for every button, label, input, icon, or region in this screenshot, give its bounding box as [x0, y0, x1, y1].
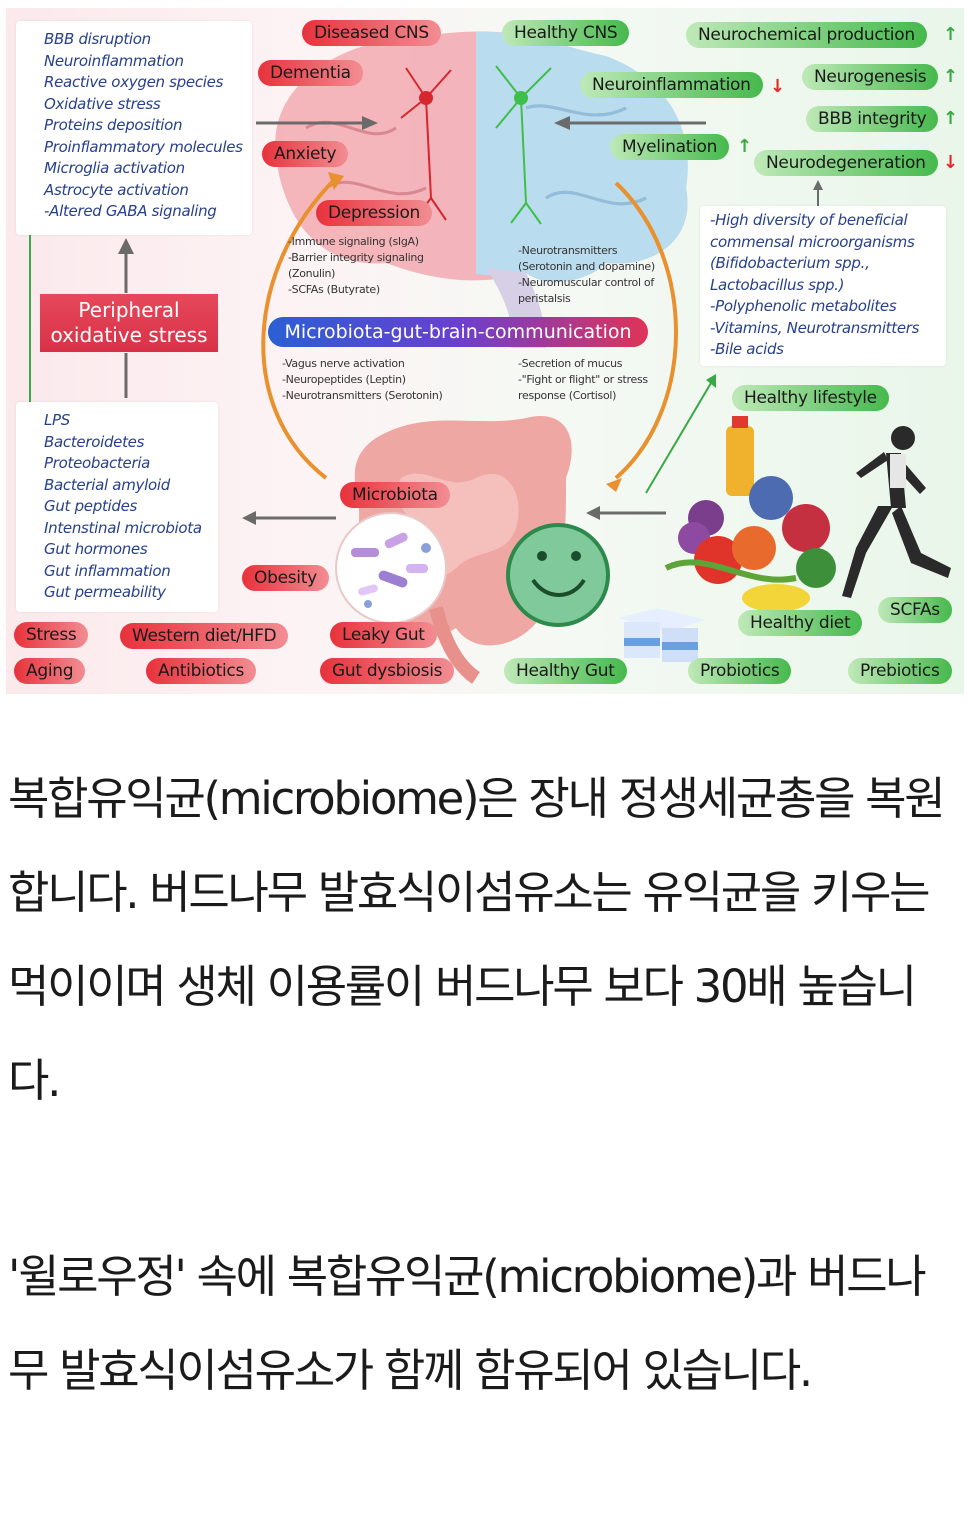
label-antibiotics: Antibiotics	[146, 658, 256, 684]
upper-right-notes: -Neurotransmitters (Serotonin and dopami…	[518, 243, 655, 307]
label-depression: Depression	[316, 200, 433, 226]
label-scfas: SCFAs	[878, 597, 952, 623]
note: response (Cortisol)	[518, 389, 617, 402]
note: -Neuropeptides (Leptin)	[282, 373, 406, 386]
label-obesity: Obesity	[242, 565, 329, 591]
list-item: Gut hormones	[44, 540, 148, 558]
label-healthy-cns: Healthy CNS	[502, 20, 630, 46]
note: -Vagus nerve activation	[282, 357, 405, 370]
cns-effects-panel: BBB disruption Neuroinflammation Reactiv…	[16, 21, 252, 235]
label-gut-dysbiosis: Gut dysbiosis	[320, 658, 455, 684]
arrow-down-icon: ↓	[770, 76, 786, 97]
microbiota-gut-brain-infographic: BBB disruption Neuroinflammation Reactiv…	[6, 8, 964, 694]
runner-illustration	[842, 426, 951, 598]
label-healthy-lifestyle: Healthy lifestyle	[732, 385, 889, 411]
label-probiotics: Probiotics	[688, 658, 792, 684]
note: peristalsis	[518, 292, 571, 305]
list-item: Gut peptides	[44, 497, 138, 515]
list-item: -Polyphenolic metabolites	[710, 297, 897, 315]
label-neurochemical-production: Neurochemical production	[686, 22, 927, 48]
note: -"Fight or flight" or stress	[518, 373, 648, 386]
note: -Immune signaling (sIgA)	[288, 235, 419, 248]
list-item: Gut permeability	[44, 583, 166, 601]
list-item: Neuroinflammation	[44, 51, 184, 70]
list-item: Intenstinal microbiota	[44, 518, 202, 537]
list-item: Proteobacteria	[44, 454, 151, 472]
label-prebiotics: Prebiotics	[848, 658, 952, 684]
label-neurogenesis: Neurogenesis	[802, 64, 939, 90]
healthy-food-illustration	[664, 416, 836, 612]
list-item: LPS	[44, 411, 71, 429]
list-item: Oxidative stress	[44, 94, 161, 113]
arrow-down-icon: ↓	[943, 152, 959, 173]
list-item: Gut inflammation	[44, 561, 171, 580]
paragraph-microbiome: 복합유익균(microbiome)은 장내 정생세균총을 복원합니다. 버드나무…	[8, 772, 946, 1107]
label-dementia: Dementia	[258, 60, 363, 86]
microbiota-gut-brain-banner: Microbiota-gut-brain-communication	[268, 317, 648, 347]
label-healthy-gut: Healthy Gut	[504, 658, 627, 684]
label-leaky-gut: Leaky Gut	[330, 622, 437, 648]
note: -SCFAs (Butyrate)	[288, 283, 380, 296]
upper-left-notes: -Immune signaling (sIgA) -Barrier integr…	[288, 234, 424, 298]
list-item: Proteins deposition	[44, 116, 183, 134]
lower-right-notes: -Secretion of mucus -"Fight or flight" o…	[518, 356, 648, 404]
gut-factors-panel: LPS Bacteroidetes Proteobacteria Bacteri…	[16, 402, 218, 612]
list-item: commensal microorganisms	[710, 232, 915, 251]
list-item: Astrocyte activation	[44, 180, 189, 199]
peripheral-line-2: oxidative stress	[50, 323, 208, 347]
list-item: Lactobacillus spp.)	[710, 275, 845, 294]
list-item: (Bifidobacterium spp.,	[710, 254, 870, 272]
note: -Neuromuscular control of	[518, 276, 654, 289]
note: (Zonulin)	[288, 267, 336, 280]
list-item: -High diversity of beneficial	[710, 211, 908, 229]
list-item: Bacteroidetes	[44, 432, 145, 451]
list-item: Proinflammatory molecules	[44, 137, 243, 156]
lower-left-notes: -Vagus nerve activation -Neuropeptides (…	[282, 356, 443, 404]
label-aging: Aging	[14, 658, 86, 684]
label-neuroinflammation: Neuroinflammation	[580, 72, 763, 98]
label-healthy-diet: Healthy diet	[738, 610, 863, 636]
note: (Serotonin and dopamine)	[518, 260, 655, 273]
peripheral-line-1: Peripheral	[78, 298, 180, 322]
list-item: -Bile acids	[710, 340, 784, 358]
peripheral-oxidative-stress-box: Peripheral oxidative stress	[40, 294, 218, 352]
note: -Barrier integrity signaling	[288, 251, 424, 264]
note: -Neurotransmitters	[518, 244, 618, 257]
list-item: -Vitamins, Neurotransmitters	[710, 318, 920, 337]
probiotic-yogurt-illustration	[618, 608, 706, 662]
label-myelination: Myelination	[610, 134, 730, 160]
arrow-up-icon: ↑	[943, 108, 959, 129]
label-diseased-cns: Diseased CNS	[302, 20, 441, 46]
label-neurodegeneration: Neurodegeneration	[754, 150, 938, 176]
list-item: Microglia activation	[44, 159, 185, 177]
note: -Secretion of mucus	[518, 357, 623, 370]
label-bbb-integrity: BBB integrity	[806, 106, 939, 132]
label-stress: Stress	[14, 622, 89, 648]
list-item: BBB disruption	[44, 30, 151, 48]
list-item: Bacterial amyloid	[44, 475, 170, 494]
arrow-up-icon: ↑	[737, 136, 753, 157]
note: -Neurotransmitters (Serotonin)	[282, 389, 443, 402]
beneficial-factors-panel: -High diversity of beneficial commensal …	[700, 206, 946, 366]
paragraph-willow-tablet: '윌로우정' 속에 복합유익균(microbiome)과 버드나무 발효식이섬유…	[8, 1250, 927, 1397]
arrow-up-icon: ↑	[943, 66, 959, 87]
label-anxiety: Anxiety	[262, 141, 349, 167]
label-microbiota: Microbiota	[340, 482, 450, 508]
list-item: Reactive oxygen species	[44, 73, 224, 91]
arrow-up-icon: ↑	[943, 24, 959, 45]
list-item: -Altered GABA signaling	[44, 202, 217, 220]
label-western-diet: Western diet/HFD	[120, 623, 289, 649]
